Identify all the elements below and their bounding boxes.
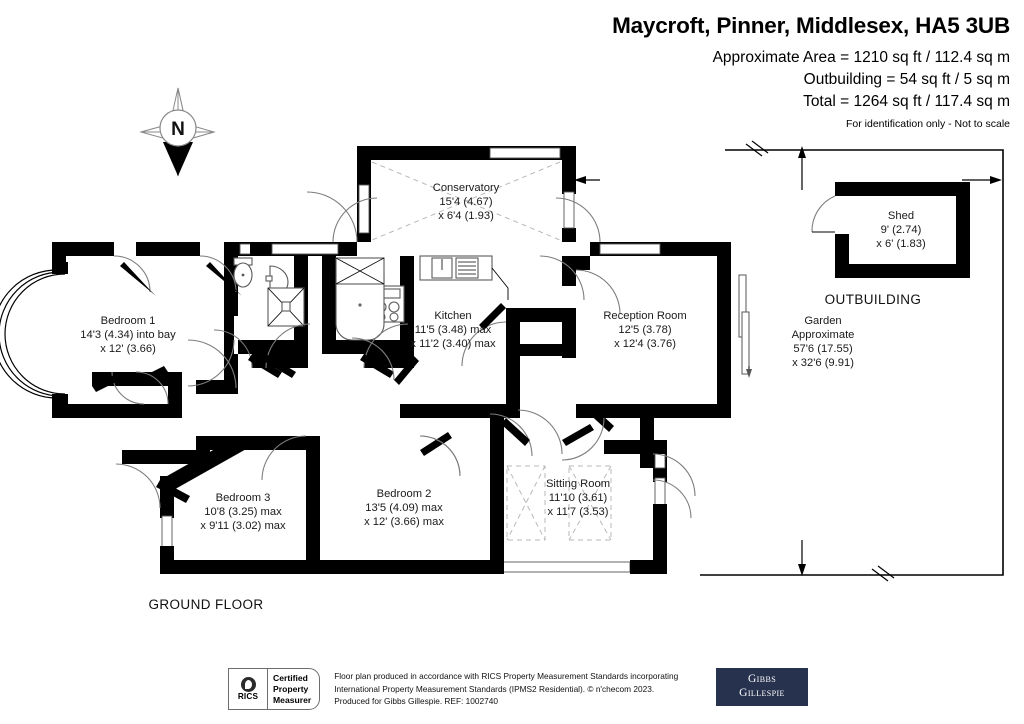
sitting-room-dim2: x 11'7 (3.53) xyxy=(547,506,608,518)
kitchen-name: Kitchen xyxy=(434,310,471,322)
rics-certified-badge: RICS Certified Property Measurer xyxy=(228,668,321,710)
disclaimer-text: For identification only - Not to scale xyxy=(846,118,1010,130)
rics-wordmark: RICS xyxy=(237,691,259,701)
garden-line-1: Garden xyxy=(804,315,841,327)
shower-icon xyxy=(267,287,305,327)
garden-width-dimension xyxy=(962,176,1002,184)
shed-dim2: x 6' (1.83) xyxy=(876,238,926,250)
kitchen-dim1: 11'5 (3.48) max xyxy=(415,324,492,336)
room-label-bedroom-3: Bedroom 3 10'8 (3.25) max x 9'11 (3.02) … xyxy=(200,492,286,532)
bedroom-1-name: Bedroom 1 xyxy=(101,315,156,327)
conservatory-dim2: x 6'4 (1.93) xyxy=(438,210,494,222)
sitting-room-name: Sitting Room xyxy=(546,478,610,490)
bedroom-2-dim1: 13'5 (4.09) max xyxy=(365,502,443,514)
compass-north-label: N xyxy=(171,119,185,140)
room-label-kitchen: Kitchen 11'5 (3.48) max x 11'2 (3.40) ma… xyxy=(410,310,496,350)
bedroom-3-name: Bedroom 3 xyxy=(216,492,271,504)
conservatory-pointer xyxy=(574,176,600,184)
room-labels: Conservatory 15'4 (4.67) x 6'4 (1.93) Be… xyxy=(80,182,926,612)
reception-room-dim1: 12'5 (3.78) xyxy=(618,324,671,336)
garden-line-2: Approximate xyxy=(792,329,855,341)
area-approximate: Approximate Area = 1210 sq ft / 112.4 sq… xyxy=(712,49,1010,66)
cert-line-1: Certified xyxy=(273,672,308,683)
area-outbuilding: Outbuilding = 54 sq ft / 5 sq m xyxy=(803,71,1010,88)
sliding-door xyxy=(738,274,752,378)
cert-line-3: Measurer xyxy=(273,694,312,705)
legal-line-2: International Property Measurement Stand… xyxy=(334,683,655,694)
rics-logo-icon: RICS xyxy=(229,669,268,709)
reception-room-dim2: x 12'4 (3.76) xyxy=(614,338,676,350)
brand-line-1: Gibbs xyxy=(747,673,777,686)
bay-window xyxy=(0,262,68,406)
room-label-reception-room: Reception Room 12'5 (3.78) x 12'4 (3.76) xyxy=(603,310,686,350)
compass-rose: N xyxy=(139,87,216,177)
garden-line-4: x 32'6 (9.91) xyxy=(792,357,854,369)
brand-line-2: Gillespie xyxy=(739,687,785,699)
legal-text: Floor plan produced in accordance with R… xyxy=(334,668,706,708)
bedroom-1-dim1: 14'3 (4.34) into bay xyxy=(80,329,176,341)
toilet-icon xyxy=(233,257,253,288)
kitchen-sink-icon xyxy=(431,257,479,279)
reception-room-name: Reception Room xyxy=(603,310,686,322)
ground-floor-label: GROUND FLOOR xyxy=(148,597,263,612)
garden-boundary xyxy=(700,140,1004,582)
room-label-sitting-room: Sitting Room 11'10 (3.61) x 11'7 (3.53) xyxy=(546,478,610,518)
room-label-shed: Shed 9' (2.74) x 6' (1.83) xyxy=(876,210,926,250)
sitting-room-dim1: 11'10 (3.61) xyxy=(549,492,608,504)
footer: RICS Certified Property Measurer Floor p… xyxy=(228,668,808,716)
room-label-conservatory: Conservatory 15'4 (4.67) x 6'4 (1.93) xyxy=(433,182,500,222)
outbuilding-label: OUTBUILDING xyxy=(825,292,922,307)
garden-depth-dimension xyxy=(798,146,806,576)
bedroom-2-dim2: x 12' (3.66) max xyxy=(364,516,444,528)
page-title: Maycroft, Pinner, Middlesex, HA5 3UB xyxy=(612,13,1010,38)
conservatory-roof-lines xyxy=(371,161,561,241)
garden-line-3: 57'6 (17.55) xyxy=(793,343,853,355)
garden-label: Garden Approximate 57'6 (17.55) x 32'6 (… xyxy=(792,315,855,369)
shed-name: Shed xyxy=(888,210,914,222)
area-summary: Approximate Area = 1210 sq ft / 112.4 sq… xyxy=(310,47,1010,113)
door-swings xyxy=(92,255,696,519)
bedroom-1-dim2: x 12' (3.66) xyxy=(100,343,156,355)
shed-structure xyxy=(811,182,970,278)
shed-dim1: 9' (2.74) xyxy=(881,224,922,236)
rics-certification-text: Certified Property Measurer xyxy=(268,669,319,709)
bedroom-3-dim1: 10'8 (3.25) max xyxy=(204,506,282,518)
gibbs-gillespie-logo: Gibbs Gillespie xyxy=(716,668,808,706)
header: Maycroft, Pinner, Middlesex, HA5 3UB App… xyxy=(310,0,1010,131)
bedroom-2-name: Bedroom 2 xyxy=(377,488,432,500)
conservatory-name: Conservatory xyxy=(433,182,500,194)
room-label-bedroom-1: Bedroom 1 14'3 (4.34) into bay x 12' (3.… xyxy=(80,315,176,355)
bedroom-3-dim2: x 9'11 (3.02) max xyxy=(200,520,286,532)
conservatory-dim1: 15'4 (4.67) xyxy=(439,196,492,208)
cert-line-2: Property xyxy=(273,683,309,694)
sitting-room-wardrobes xyxy=(506,465,612,541)
legal-line-3: Produced for Gibbs Gillespie. REF: 10027… xyxy=(334,696,498,707)
legal-line-1: Floor plan produced in accordance with R… xyxy=(334,671,679,681)
kitchen-dim2: x 11'2 (3.40) max xyxy=(410,338,496,350)
bathtub-icon xyxy=(335,257,385,341)
house-walls xyxy=(0,146,752,574)
rics-emblem-icon xyxy=(240,676,256,692)
room-label-bedroom-2: Bedroom 2 13'5 (4.09) max x 12' (3.66) m… xyxy=(364,488,444,528)
area-total: Total = 1264 sq ft / 117.4 sq m xyxy=(803,93,1010,110)
